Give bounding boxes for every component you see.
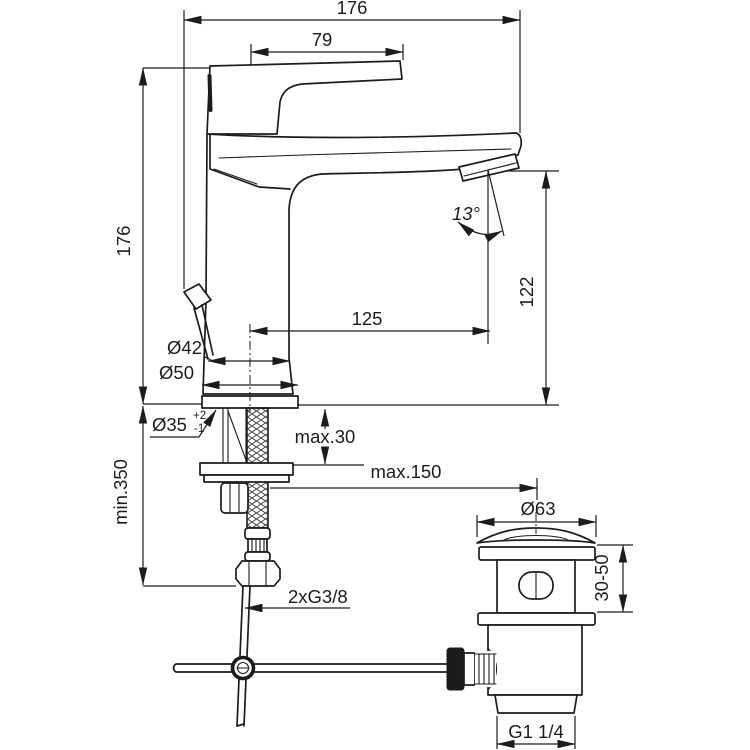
handle-base-seam [213,168,258,185]
waste-cap-inner [503,535,569,541]
popup-rod-bottom-cut [236,723,245,727]
hose-collar-bottom [244,551,271,562]
angle-arc [457,221,503,243]
shank-thread-diagonal [227,410,247,461]
faucet-outline [183,60,523,409]
waste-lower-flange [477,612,596,626]
dim-label-waste-thread: G1 1/4 [508,721,564,742]
waste-lower-body [487,624,583,696]
handle-back-edge [207,74,213,112]
dim-label-spout-height: 122 [516,277,537,308]
dim-label-handle-length: 79 [312,29,333,50]
waste-tailpiece [494,694,578,714]
aerator [458,153,520,182]
mounting-flange-lip [203,474,290,483]
dim-label-hole-tol-minus: -1 [194,423,204,435]
rod-connector-nut [446,647,465,691]
popup-rod-vertical-left [236,585,244,727]
dim-label-waste-cap-diameter: Ø63 [521,498,556,519]
waste-top-flange [478,546,596,561]
rod-connector-band [463,652,476,686]
popup-knob-rod-right [201,304,214,356]
mounting-nut [220,482,249,514]
popup-knob-rod-left [193,307,209,360]
dimensions: 176 79 176 min.350 122 125 13° Ø42 [110,0,633,749]
dim-label-spout-angle: 13° [452,203,480,224]
leader-hole-arrow [198,409,217,438]
hose-collar-top [244,527,271,540]
handle-base-shroud [209,133,291,190]
popup-rod-horizontal [172,663,449,673]
angle-slant-line [487,169,505,237]
mounting-flange [199,462,294,476]
dim-label-hose-thread: 2xG3/8 [288,586,348,607]
dim-label-hole-tol-plus: +2 [193,410,206,422]
dim-label-body-diameter: Ø42 [167,337,202,358]
dim-label-hole-diameter: Ø35 [152,414,187,435]
dim-label-deck-max: max.30 [295,426,356,447]
dim-label-base-diameter: Ø50 [159,362,194,383]
faucet-handle [206,60,403,135]
popup-knob [183,283,212,310]
dim-label-body-height: 176 [113,226,134,257]
handle-seam [281,84,299,97]
dim-label-waste-clamp: 30-50 [591,554,612,601]
dim-label-spout-reach: 125 [352,308,383,329]
under-deck-assembly [172,407,449,727]
dim-label-hose-min: min.350 [110,459,131,525]
aerator-seam [463,162,517,177]
spout-accent-line [218,148,512,159]
hose-nut [235,560,281,587]
dim-label-rod-max: max.150 [371,461,442,482]
waste-assembly [446,527,596,714]
rod-connector-thread-bg [475,651,496,687]
dim-label-total-width: 176 [337,0,368,18]
